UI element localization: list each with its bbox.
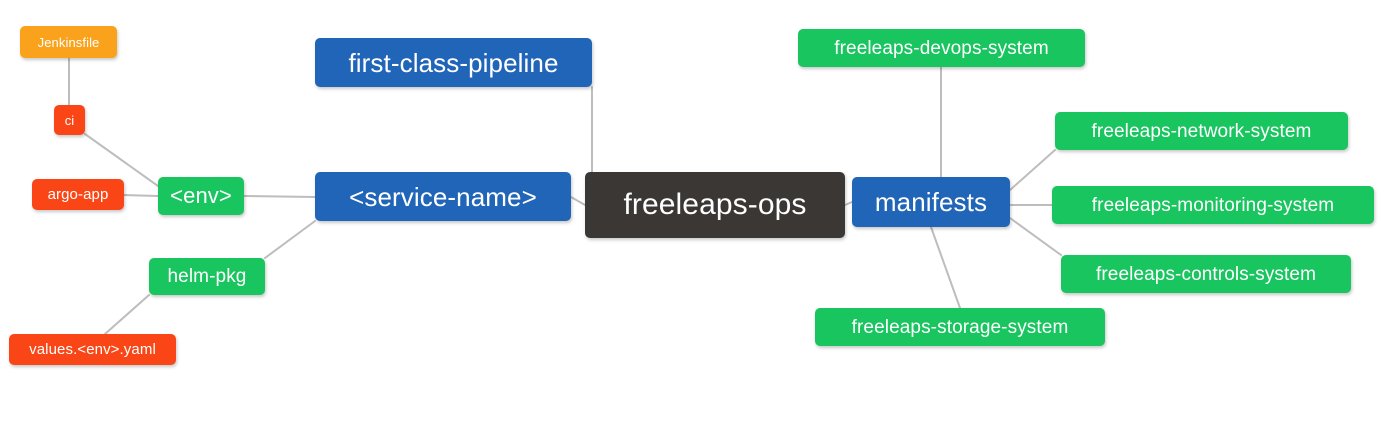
mindmap-node-label: argo-app [47,186,109,203]
mindmap-node-helm-pkg[interactable]: helm-pkg [149,258,265,295]
mindmap-node-label: first-class-pipeline [348,47,559,78]
mindmap-node-freeleaps-controls-system[interactable]: freeleaps-controls-system [1061,255,1351,293]
mindmap-node-label: helm-pkg [167,266,247,287]
mindmap-node-freeleaps-network-system[interactable]: freeleaps-network-system [1055,112,1348,150]
mindmap-node-argo-app[interactable]: argo-app [32,179,124,210]
mindmap-node-freeleaps-monitoring-system[interactable]: freeleaps-monitoring-system [1052,186,1374,224]
mindmap-node-freeleaps-ops[interactable]: freeleaps-ops [585,172,845,238]
edge-helm-pkg-to-values-env-yaml [104,294,150,335]
mindmap-node-label: freeleaps-network-system [1091,120,1312,142]
mindmap-node-label: Jenkinsfile [37,34,100,50]
mindmap-node-service-name[interactable]: <service-name> [315,172,571,221]
edge-manifests-to-freeleaps-controls-system [1009,217,1062,256]
edge-service-name-to-env [243,195,316,198]
mindmap-node-label: ci [64,112,75,128]
edge-freeleaps-ops-to-service-name [570,196,586,206]
edge-manifests-to-freeleaps-storage-system [930,226,961,309]
mindmap-node-manifests[interactable]: manifests [852,177,1010,227]
mindmap-node-label: freeleaps-devops-system [834,37,1049,59]
mindmap-node-label: freeleaps-storage-system [851,316,1069,338]
mindmap-node-label: values.<env>.yaml [29,341,156,358]
mindmap-node-label: freeleaps-monitoring-system [1091,194,1335,216]
mindmap-node-label: <service-name> [349,181,537,212]
mindmap-node-jenkinsfile[interactable]: Jenkinsfile [20,26,117,58]
mindmap-node-ci[interactable]: ci [54,105,85,135]
mindmap-node-label: manifests [874,187,988,217]
mindmap-node-values-env-yaml[interactable]: values.<env>.yaml [9,334,176,365]
edge-freeleaps-ops-to-manifests [844,201,853,206]
mindmap-node-label: <env> [170,183,232,208]
mindmap-node-freeleaps-storage-system[interactable]: freeleaps-storage-system [815,308,1105,346]
edge-manifests-to-freeleaps-network-system [1009,149,1056,191]
mindmap-node-freeleaps-devops-system[interactable]: freeleaps-devops-system [798,29,1085,67]
mindmap-node-label: freeleaps-controls-system [1095,263,1317,285]
mindmap-node-env[interactable]: <env> [158,177,244,215]
mindmap-node-first-class-pipeline[interactable]: first-class-pipeline [315,38,592,87]
edge-env-to-argo-app [123,194,159,197]
mindmap-node-label: freeleaps-ops [623,188,807,221]
edge-service-name-to-helm-pkg [264,220,316,259]
